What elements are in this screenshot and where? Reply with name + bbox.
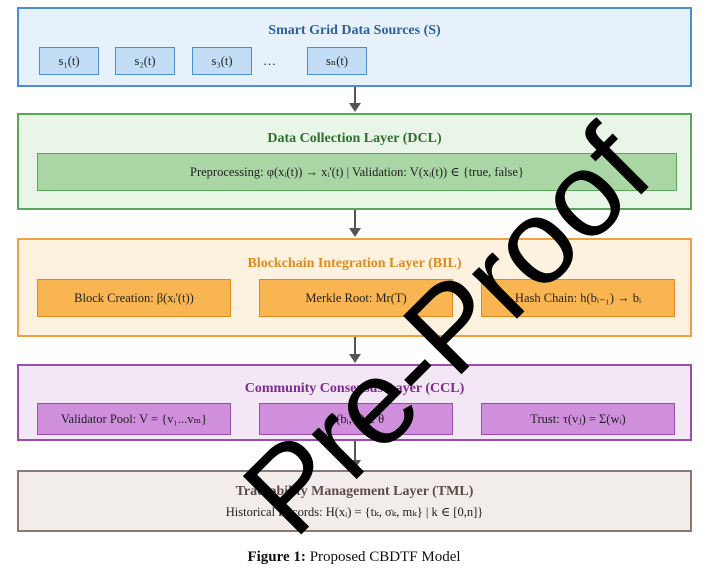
bil-block-creation-box: Block Creation: β(xᵢ'(t)) [37,279,231,317]
flow-arrow-3 [349,337,361,364]
ccl-layer-title: Community Consensus Layer (CCL) [244,381,465,396]
ccl-validator-pool-box: Validator Pool: V = {v₁...vₘ} [37,403,231,435]
dcl-layer: Data Collection Layer (DCL) Preprocessin… [17,113,692,210]
flow-arrow-4 [349,441,361,470]
figure-caption: Figure 1: Proposed CBDTF Model [0,549,708,566]
sources-layer-title: Smart Grid Data Sources (S) [268,23,441,38]
dcl-layer-title: Data Collection Layer (DCL) [267,131,442,146]
source-box-3: s₃(t) [192,47,252,75]
dcl-process-box: Preprocessing: φ(xᵢ(t)) → xᵢ'(t) | Valid… [37,153,677,191]
tml-layer-title: Traceability Management Layer (TML) [235,484,474,499]
ccl-consensus-box: C(bᵢ,V) ≥ θ [259,403,453,435]
bil-layer: Blockchain Integration Layer (BIL) Block… [17,238,692,337]
bil-merkle-root-box: Merkle Root: Mr(T) [259,279,453,317]
ccl-trust-box: Trust: τ(vⱼ) = Σ(wᵢ) [481,403,675,435]
source-box-1: s₁(t) [39,47,99,75]
flow-arrow-2 [349,210,361,238]
tml-historical-records: Historical Records: H(xᵢ) = {tₖ, σₖ, mₖ}… [225,505,484,519]
source-box-n: sₙ(t) [307,47,367,75]
source-ellipsis: … [263,53,276,68]
figure-caption-text: Proposed CBDTF Model [309,549,461,565]
ccl-layer: Community Consensus Layer (CCL) Validato… [17,364,692,441]
figure-caption-label: Figure 1: [247,549,306,565]
sources-layer: Smart Grid Data Sources (S) s₁(t) s₂(t) … [17,7,692,87]
bil-layer-title: Blockchain Integration Layer (BIL) [247,256,462,271]
bil-hash-chain-box: Hash Chain: h(bᵢ₋₁) → bᵢ [481,279,675,317]
tml-layer: Traceability Management Layer (TML) Hist… [17,470,692,532]
flow-arrow-1 [349,87,361,113]
source-box-2: s₂(t) [115,47,175,75]
